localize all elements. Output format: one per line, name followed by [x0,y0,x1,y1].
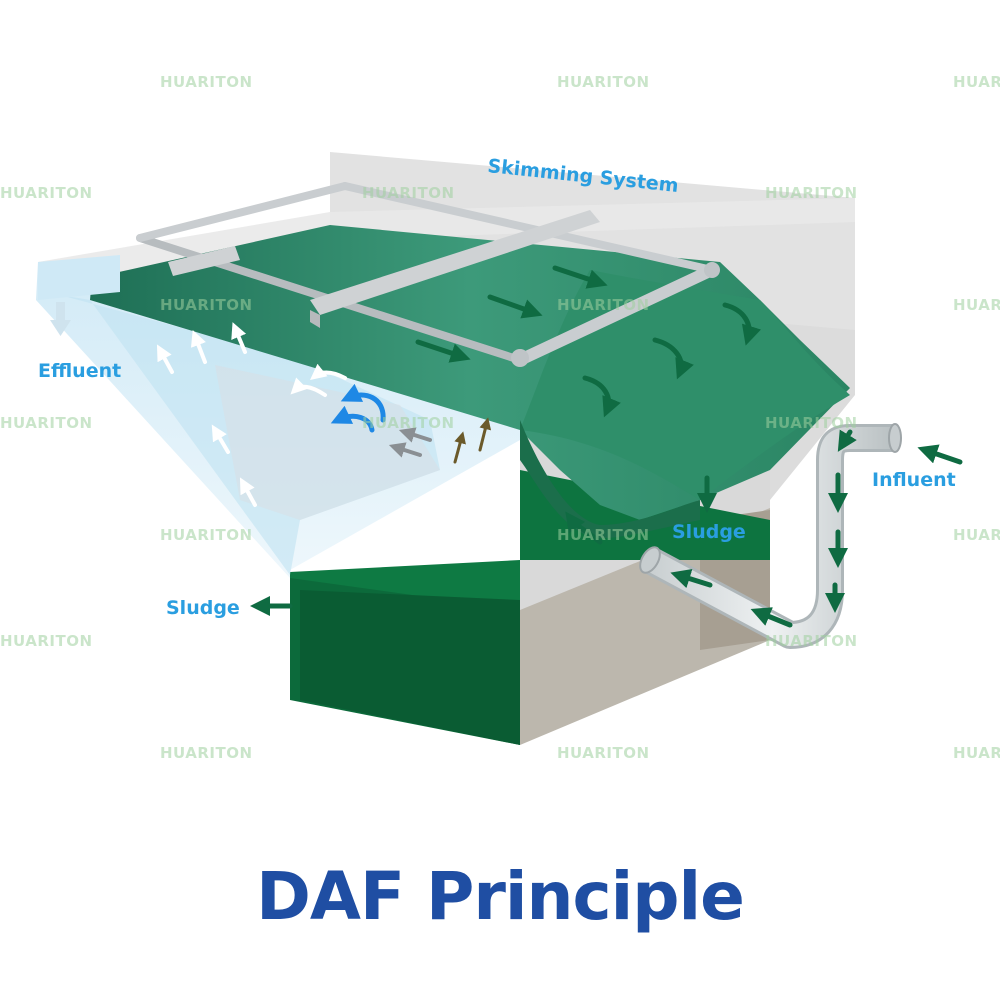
flow-arrows-green [250,265,963,628]
flow-arrows-olive [453,417,492,464]
label-sludge-top: Sludge [672,521,746,543]
label-effluent: Effluent [38,360,121,382]
watermark: HUARITON [765,184,858,202]
label-influent: Influent [872,469,956,491]
watermark: HUARITON [160,526,253,544]
watermark: HUARITON [160,744,253,762]
arrow-green-9 [917,444,963,465]
watermark: HUARITON [362,414,455,432]
arrow-green-10 [837,429,857,452]
arrow-green-2 [487,294,543,319]
watermark: HUARITON [557,296,650,314]
watermark: HUARITON [953,526,1000,544]
effluent-box [38,255,120,300]
flow-arrows-white [156,322,347,507]
arrow-green-1 [552,265,608,289]
watermark: HUARITON [362,184,455,202]
label-sludge-bottom: Sludge [166,597,240,619]
watermark: HUARITON [0,184,93,202]
watermark: HUARITON [765,414,858,432]
arrow-green-15 [670,569,713,589]
arrow-green-4 [722,302,762,346]
watermark: HUARITON [557,73,650,91]
watermark: HUARITON [557,526,650,544]
page-title: DAF Principle [256,858,745,935]
tank-rim [38,198,855,290]
sludge-block-darkside [300,590,520,745]
watermark: HUARITON [160,296,253,314]
watermark: HUARITON [557,744,650,762]
watermark: HUARITON [953,73,1000,91]
flow-arrows-gray [388,427,432,458]
watermark: HUARITON [953,744,1000,762]
watermarks: HUARITON HUARITON HUARITON HUARITON HUAR… [0,73,1000,762]
flotation-panel [215,365,440,520]
arrow-green-8 [565,511,603,545]
effluent-arrow [50,302,71,336]
water-rolldown [520,420,700,539]
watermark: HUARITON [160,73,253,91]
arrow-green-3 [415,339,471,363]
arrow-green-14 [750,607,793,628]
arrow-green-5 [652,337,694,380]
watermark: HUARITON [0,632,93,650]
watermark: HUARITON [0,414,93,432]
arrow-green-6 [582,375,621,418]
flow-arrows-blue [330,383,386,433]
skimming-frame [136,182,720,367]
watermark: HUARITON [765,632,858,650]
watermark: HUARITON [953,296,1000,314]
